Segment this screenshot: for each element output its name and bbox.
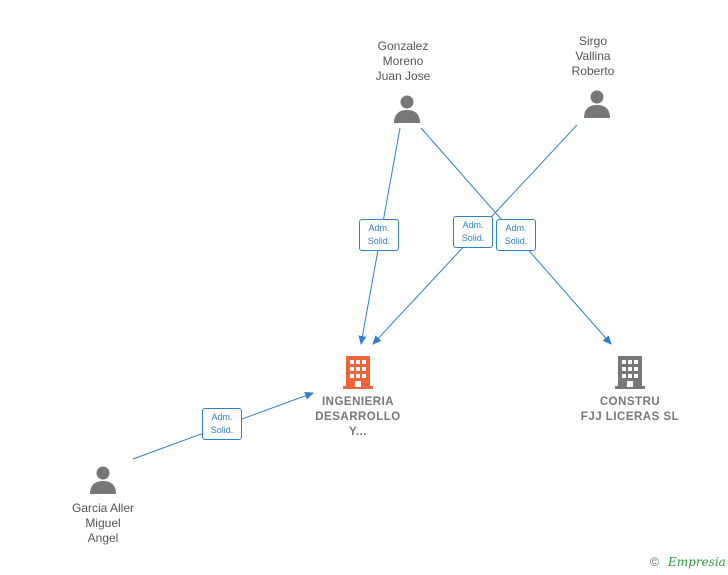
- relation-badge: Adm. Solid.: [202, 408, 242, 440]
- person-icon[interactable]: [582, 89, 612, 119]
- relation-badge-line2: Solid.: [210, 425, 234, 435]
- company-building-icon[interactable]: [342, 354, 374, 390]
- relation-badge-line1: Adm.: [462, 220, 484, 230]
- copyright-symbol: ©: [650, 555, 659, 569]
- company-name-ingenieria[interactable]: INGENIERIA DESARROLLO Y...: [315, 396, 401, 438]
- person-icon[interactable]: [88, 465, 118, 495]
- relation-badge-line2: Solid.: [367, 236, 391, 246]
- company-name-constru[interactable]: CONSTRU FJJ LICERAS SL: [580, 396, 680, 423]
- relation-badge-line2: Solid.: [504, 236, 528, 246]
- company-building-icon[interactable]: [614, 354, 646, 390]
- relation-badge: Adm. Solid.: [453, 216, 493, 248]
- relation-badge-line1: Adm.: [211, 412, 233, 422]
- person-name-gonzalez[interactable]: Gonzalez Moreno Juan Jose: [375, 39, 431, 83]
- person-icon[interactable]: [392, 94, 422, 124]
- person-name-sirgo[interactable]: Sirgo Vallina Roberto: [571, 34, 615, 78]
- relation-badge-line1: Adm.: [368, 223, 390, 233]
- relation-badge: Adm. Solid.: [359, 219, 399, 251]
- person-name-garcia[interactable]: Garcia Aller Miguel Angel: [71, 501, 135, 545]
- relation-badge-line2: Solid.: [461, 233, 485, 243]
- brand-logo[interactable]: Empresia: [668, 555, 726, 569]
- relation-badge: Adm. Solid.: [496, 219, 536, 251]
- relation-badge-line1: Adm.: [505, 223, 527, 233]
